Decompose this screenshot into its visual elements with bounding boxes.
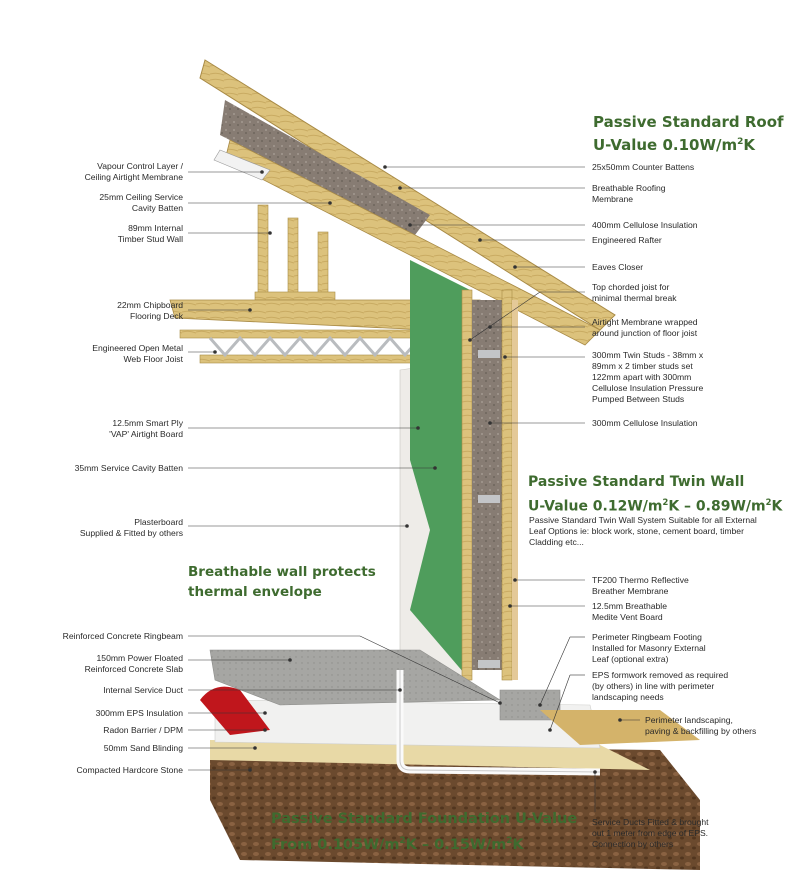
leader-lines-left [188,170,502,772]
metal-plate-2 [478,660,500,668]
label-sand-blinding: 50mm Sand Blinding [103,743,183,753]
metal-plate-3 [478,350,500,358]
label-smart-ply: 12.5mm Smart Ply'VAP' Airtight Board [109,418,183,439]
label-landscaping: Perimeter landscaping,paving & backfilli… [645,715,757,736]
radon-barrier [200,686,270,735]
label-service-duct: Internal Service Duct [103,685,183,695]
leader-lines-right [383,165,640,812]
wall-title: Passive Standard Twin Wall [528,474,745,490]
roof-heading: Passive Standard Roof U-Value 0.10W/m2K [593,112,784,155]
foundation [200,649,700,870]
label-eps-formwork: EPS formwork removed as required(by othe… [592,670,729,702]
outer-stud [501,289,513,681]
label-roof-cellulose: 400mm Cellulose Insulation [592,220,698,230]
soil [210,745,700,870]
inner-stud [461,289,473,681]
foundation-heading: Passive Standard Foundation U-Value From… [271,808,577,856]
breathable-heading: Breathable wall protects thermal envelop… [188,562,376,602]
breathable-line-2: thermal envelope [188,584,322,600]
label-vapour-control: Vapour Control Layer /Ceiling Airtight M… [84,161,183,182]
label-counter-battens: 25x50mm Counter Battens [592,162,695,172]
foundation-uvalue: From 0.105W/m2K – 0.15W/m2K [271,836,524,853]
roof-cellulose-insulation [220,100,430,235]
foundation-title: Passive Standard Foundation U-Value [271,811,578,827]
landscaping [540,710,700,745]
wall-uvalue: U-Value 0.12W/m2K – 0.89W/m2K [528,497,783,515]
label-eps: 300mm EPS Insulation [95,708,183,718]
vent-board [512,300,518,680]
roof-title: Passive Standard Roof [593,113,784,131]
label-wall-cellulose: 300mm Cellulose Insulation [592,418,698,428]
label-ringbeam: Reinforced Concrete Ringbeam [62,631,183,641]
wall-heading: Passive Standard Twin Wall U-Value 0.12W… [528,472,782,517]
label-engineered-rafter: Engineered Rafter [592,235,662,245]
sand-blinding [210,740,650,770]
twin-wall [399,260,518,691]
label-service-batten: 35mm Service Cavity Batten [74,463,183,473]
label-radon-barrier: Radon Barrier / DPM [103,725,183,735]
label-hardcore: Compacted Hardcore Stone [76,765,183,775]
roof-uvalue: U-Value 0.10W/m2K [593,136,755,154]
ceiling-membrane [213,149,271,181]
internal-stud-wall [254,204,336,303]
concrete-slab [209,649,502,706]
metal-plate-1 [478,495,500,503]
breathable-line-1: Breathable wall protects [188,564,376,580]
label-eaves-closer: Eaves Closer [592,262,644,272]
wall-cellulose [472,300,502,670]
wall-description: Passive Standard Twin Wall System Suitab… [529,515,757,547]
smart-ply-green [410,260,470,680]
